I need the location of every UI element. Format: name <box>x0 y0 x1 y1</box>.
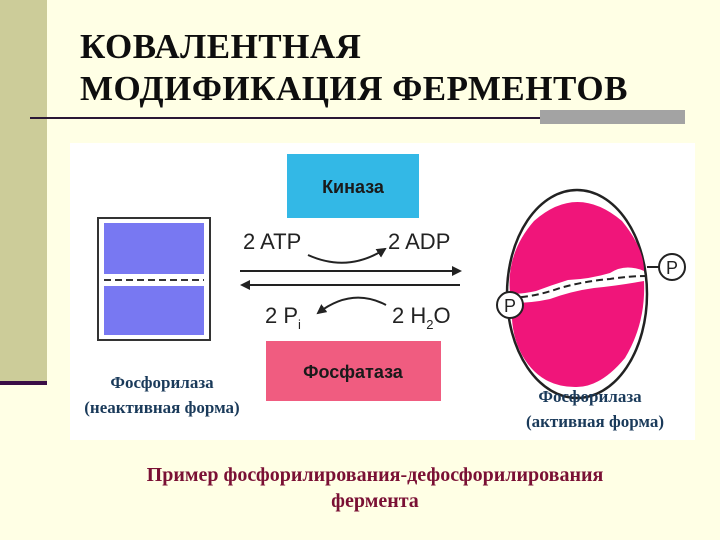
phosphate-circle-left <box>496 291 524 319</box>
pi-subscript: i <box>298 317 301 332</box>
phosphatase-box <box>266 341 441 401</box>
phosphate-inorganic-label: 2 Pi <box>265 303 301 332</box>
kinase-box <box>287 154 419 218</box>
figure-caption-line-2: фермента <box>331 490 419 512</box>
inactive-subunit-bottom <box>104 286 204 335</box>
active-enzyme-name: Фосфорилаза <box>538 387 642 406</box>
adp-label: 2 ADP <box>388 229 450 254</box>
phosphate-circle-right <box>658 253 686 281</box>
inactive-subunit-top <box>104 223 204 274</box>
figure-caption: Пример фосфорилирования-дефосфорилирован… <box>60 462 690 514</box>
left-accent-bar <box>0 0 47 384</box>
active-enzyme-state: (активная форма) <box>526 412 664 431</box>
active-subunit-boundary <box>509 275 648 299</box>
inactive-enzyme-name: Фосфорилаза <box>110 373 214 392</box>
water-to-pi-curve <box>316 296 387 315</box>
title-divider-accent <box>540 110 685 124</box>
title-divider <box>30 117 540 119</box>
slide-title: КОВАЛЕНТНАЯ МОДИФИКАЦИЯ ФЕРМЕНТОВ <box>80 26 628 110</box>
figure-caption-line-1: Пример фосфорилирования-дефосфорилирован… <box>146 464 604 486</box>
slide-title-line-2: МОДИФИКАЦИЯ ФЕРМЕНТОВ <box>80 69 628 108</box>
phosphorylation-diagram: Киназа Фосфатаза 2 ATP 2 ADP 2 Pi 2 H2O <box>84 154 686 431</box>
kinase-label: Киназа <box>322 177 385 197</box>
phosphate-label-left: P <box>504 296 516 316</box>
inactive-phosphorylase <box>97 217 211 341</box>
phosphatase-label: Фосфатаза <box>303 362 404 382</box>
water-main: 2 H <box>392 303 426 328</box>
left-accent-line <box>0 381 47 385</box>
atp-to-adp-curve <box>307 247 387 264</box>
phosphate-label-right: P <box>666 258 678 278</box>
pi-main: 2 P <box>265 303 298 328</box>
slide-title-line-1: КОВАЛЕНТНАЯ <box>80 27 362 66</box>
inactive-enzyme-state: (неактивная форма) <box>84 398 239 417</box>
water-tail: O <box>433 303 450 328</box>
water-subscript: 2 <box>426 317 433 332</box>
active-phosphorylase <box>505 188 649 400</box>
phosphorylation-figure: Киназа Фосфатаза 2 ATP 2 ADP 2 Pi 2 H2O <box>70 143 695 440</box>
water-label: 2 H2O <box>392 303 451 332</box>
active-subunit-bottom <box>511 281 645 388</box>
active-subunit-top <box>509 202 644 294</box>
atp-label: 2 ATP <box>243 229 301 254</box>
